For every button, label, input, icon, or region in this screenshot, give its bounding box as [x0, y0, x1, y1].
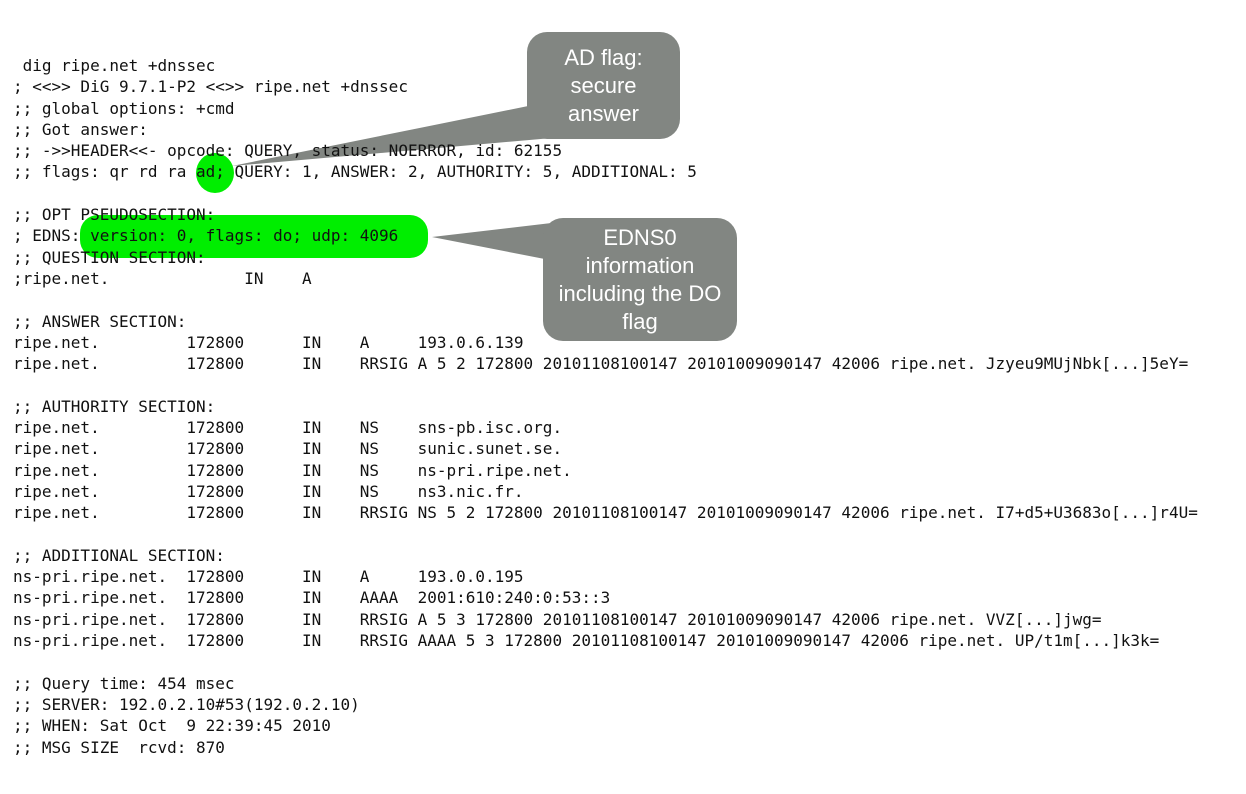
- terminal-line: ;; Got answer:: [13, 119, 148, 139]
- terminal-line: ripe.net. 172800 IN NS ns-pri.ripe.net.: [13, 460, 572, 480]
- terminal-line: ns-pri.ripe.net. 172800 IN RRSIG A 5 3 1…: [13, 609, 1102, 629]
- terminal-line: ripe.net. 172800 IN A 193.0.6.139: [13, 332, 524, 352]
- callout-ad-flag-pointer: [232, 104, 552, 166]
- terminal-line: ns-pri.ripe.net. 172800 IN A 193.0.0.195: [13, 567, 524, 587]
- terminal-line: ;; ->>HEADER<<- opcode: QUERY, status: N…: [13, 141, 563, 161]
- terminal-line: ;; global options: +cmd: [13, 98, 235, 118]
- callout-edns0: [432, 218, 737, 341]
- terminal-line: ;; AUTHORITY SECTION:: [13, 396, 216, 416]
- terminal-line: ;; Query time: 454 msec: [13, 673, 235, 693]
- terminal-line: ripe.net. 172800 IN NS ns3.nic.fr.: [13, 481, 524, 501]
- callout-ad-flag: [527, 32, 680, 139]
- terminal-line: ;; QUESTION SECTION:: [13, 247, 206, 267]
- callout-ad-flag-text: AD flag: secure answer: [564, 44, 643, 126]
- terminal-line: ripe.net. 172800 IN NS sns-pb.isc.org.: [13, 418, 563, 438]
- terminal-line: dig ripe.net +dnssec: [13, 56, 216, 75]
- terminal-line: ;; OPT PSEUDOSECTION:: [13, 205, 216, 225]
- terminal-line: ;ripe.net. IN A: [13, 268, 312, 288]
- terminal-line: ns-pri.ripe.net. 172800 IN AAAA 2001:610…: [13, 588, 611, 608]
- terminal-line: ;; WHEN: Sat Oct 9 22:39:45 2010: [13, 716, 331, 736]
- terminal-line: ripe.net. 172800 IN RRSIG NS 5 2 172800 …: [13, 503, 1198, 523]
- edns-highlight: [80, 215, 428, 258]
- terminal-line: ns-pri.ripe.net. 172800 IN RRSIG AAAA 5 …: [13, 631, 1160, 651]
- terminal-line: ;; MSG SIZE rcvd: 870: [13, 737, 225, 757]
- ad-flag-highlight: [196, 153, 234, 193]
- terminal-line: ;; flags: qr rd ra ad; QUERY: 1, ANSWER:…: [13, 162, 697, 182]
- callout-edns0-text: EDNS0 information including the DO flag: [558, 224, 722, 334]
- terminal-line: ; EDNS: version: 0, flags: do; udp: 4096: [13, 226, 399, 246]
- terminal-line: ripe.net. 172800 IN NS sunic.sunet.se.: [13, 439, 563, 459]
- terminal-output: dig ripe.net +dnssec ; <<>> DiG 9.7.1-P2 …: [13, 55, 1198, 758]
- terminal-line: ;; ANSWER SECTION:: [13, 311, 187, 331]
- terminal-line: ripe.net. 172800 IN RRSIG A 5 2 172800 2…: [13, 354, 1189, 374]
- terminal-line: ;; SERVER: 192.0.2.10#53(192.0.2.10): [13, 694, 360, 714]
- terminal-line: ;; ADDITIONAL SECTION:: [13, 545, 225, 565]
- terminal-line: ; <<>> DiG 9.7.1-P2 <<>> ripe.net +dnsse…: [13, 77, 408, 97]
